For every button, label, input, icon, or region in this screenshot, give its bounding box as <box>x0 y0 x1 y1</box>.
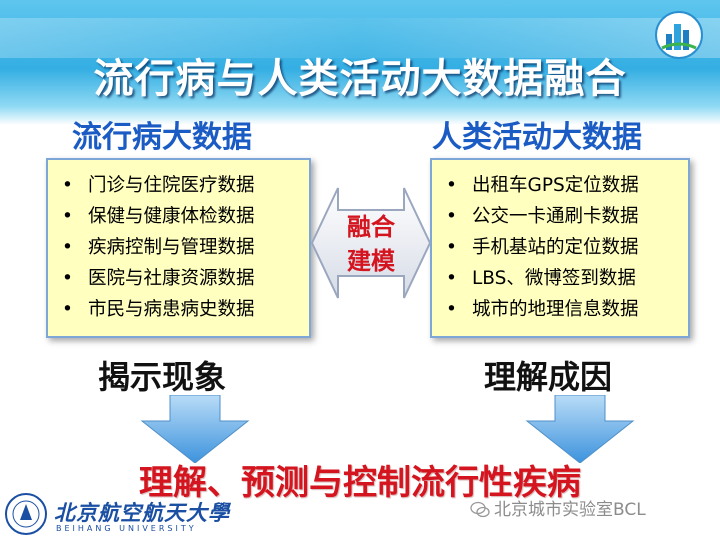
university-name: 北京航空航天大學 <box>54 501 230 525</box>
wechat-icon <box>470 501 490 518</box>
human-activity-data-list: 出租车GPS定位数据 公交一卡通刷卡数据 手机基站的定位数据 LBS、微博签到数… <box>442 170 682 325</box>
list-item: 门诊与住院医疗数据 <box>58 170 303 201</box>
epidemic-data-list: 门诊与住院医疗数据 保健与健康体检数据 疾病控制与管理数据 医院与社康资源数据 … <box>58 170 303 325</box>
left-heading: 流行病大数据 <box>72 120 252 155</box>
university-seal-icon <box>5 493 47 535</box>
down-arrow-left-icon <box>140 395 250 463</box>
watermark-text: 北京城市实验室BCL <box>494 500 646 520</box>
slide-title: 流行病与人类活动大数据融合 <box>93 56 627 102</box>
fusion-line-1: 融合 <box>347 213 395 241</box>
right-outcome: 理解成因 <box>484 358 613 396</box>
list-item: 出租车GPS定位数据 <box>442 170 682 201</box>
list-item: 手机基站的定位数据 <box>442 232 682 263</box>
fusion-label: 融合 建模 <box>308 210 434 278</box>
list-item: 医院与社康资源数据 <box>58 263 303 294</box>
double-arrow-icon <box>310 187 432 299</box>
header-wave <box>0 18 720 58</box>
building-logo-icon <box>655 11 703 59</box>
epidemic-data-box: 门诊与住院医疗数据 保健与健康体检数据 疾病控制与管理数据 医院与社康资源数据 … <box>46 158 311 338</box>
watermark: 北京城市实验室BCL <box>470 495 646 520</box>
left-outcome: 揭示现象 <box>98 358 227 396</box>
list-item: 疾病控制与管理数据 <box>58 232 303 263</box>
university-name-en: BEIHANG UNIVERSITY <box>56 524 197 533</box>
fusion-line-2: 建模 <box>347 247 395 275</box>
header-band <box>0 0 720 125</box>
list-item: 市民与病患病史数据 <box>58 294 303 325</box>
right-heading: 人类活动大数据 <box>432 120 642 155</box>
conclusion-text: 理解、预测与控制流行性疾病 <box>139 463 581 503</box>
list-item: 城市的地理信息数据 <box>442 294 682 325</box>
list-item: LBS、微博签到数据 <box>442 263 682 294</box>
list-item: 保健与健康体检数据 <box>58 201 303 232</box>
down-arrow-right-icon <box>525 395 635 463</box>
human-activity-data-box: 出租车GPS定位数据 公交一卡通刷卡数据 手机基站的定位数据 LBS、微博签到数… <box>430 158 690 338</box>
list-item: 公交一卡通刷卡数据 <box>442 201 682 232</box>
